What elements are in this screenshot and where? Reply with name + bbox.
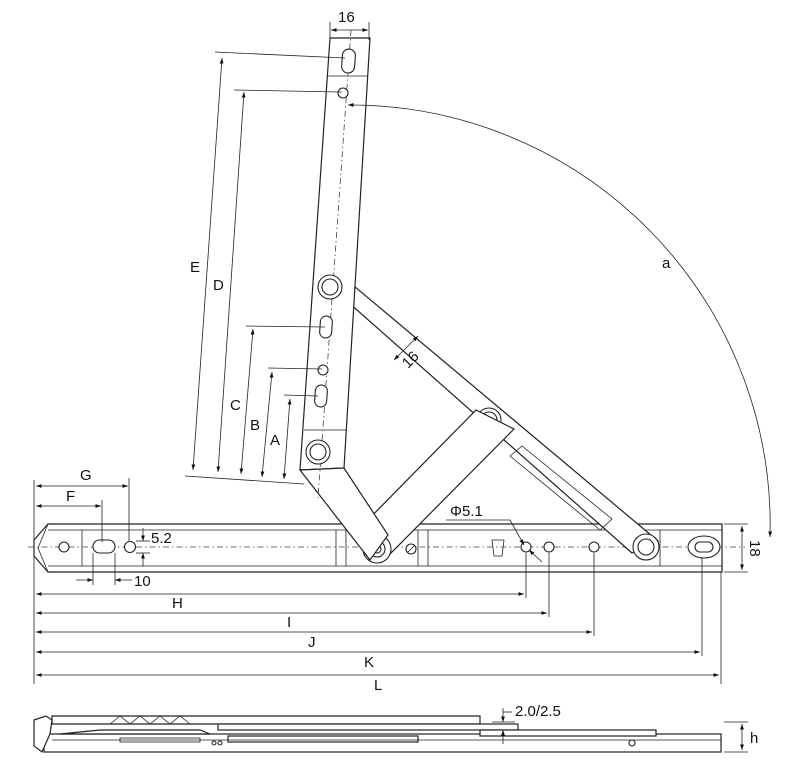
opening-angle-arc xyxy=(347,103,773,538)
dim-label-G: G xyxy=(80,467,92,484)
dim-label-K: K xyxy=(364,654,374,671)
height-label: h xyxy=(750,730,758,747)
slot-gap-label: 10 xyxy=(134,573,151,590)
angle-label: a xyxy=(662,255,671,272)
dim-label-E: E xyxy=(190,259,200,276)
hole-diameter-label: Φ5.1 xyxy=(450,503,483,520)
thickness-label: 2.0/2.5 xyxy=(515,703,561,720)
arm-dimensions xyxy=(184,22,419,485)
track-holes xyxy=(58,535,721,559)
dim-label-A: A xyxy=(270,432,280,449)
dim-label-H: H xyxy=(172,595,183,612)
hole-offset-label: 5.2 xyxy=(151,530,172,547)
dim-label-F: F xyxy=(66,488,75,505)
arm-width-label: 16 xyxy=(338,9,355,26)
dim-label-I: I xyxy=(287,614,291,631)
sash-arm xyxy=(298,29,389,562)
dim-label-C: C xyxy=(230,397,241,414)
dim-label-L: L xyxy=(374,677,382,694)
dim-label-J: J xyxy=(308,634,316,651)
dim-label-B: B xyxy=(250,417,260,434)
dim-label-D: D xyxy=(213,277,224,294)
side-view xyxy=(33,708,748,753)
track-width-label: 18 xyxy=(746,540,763,557)
track-dimensions xyxy=(33,478,748,684)
